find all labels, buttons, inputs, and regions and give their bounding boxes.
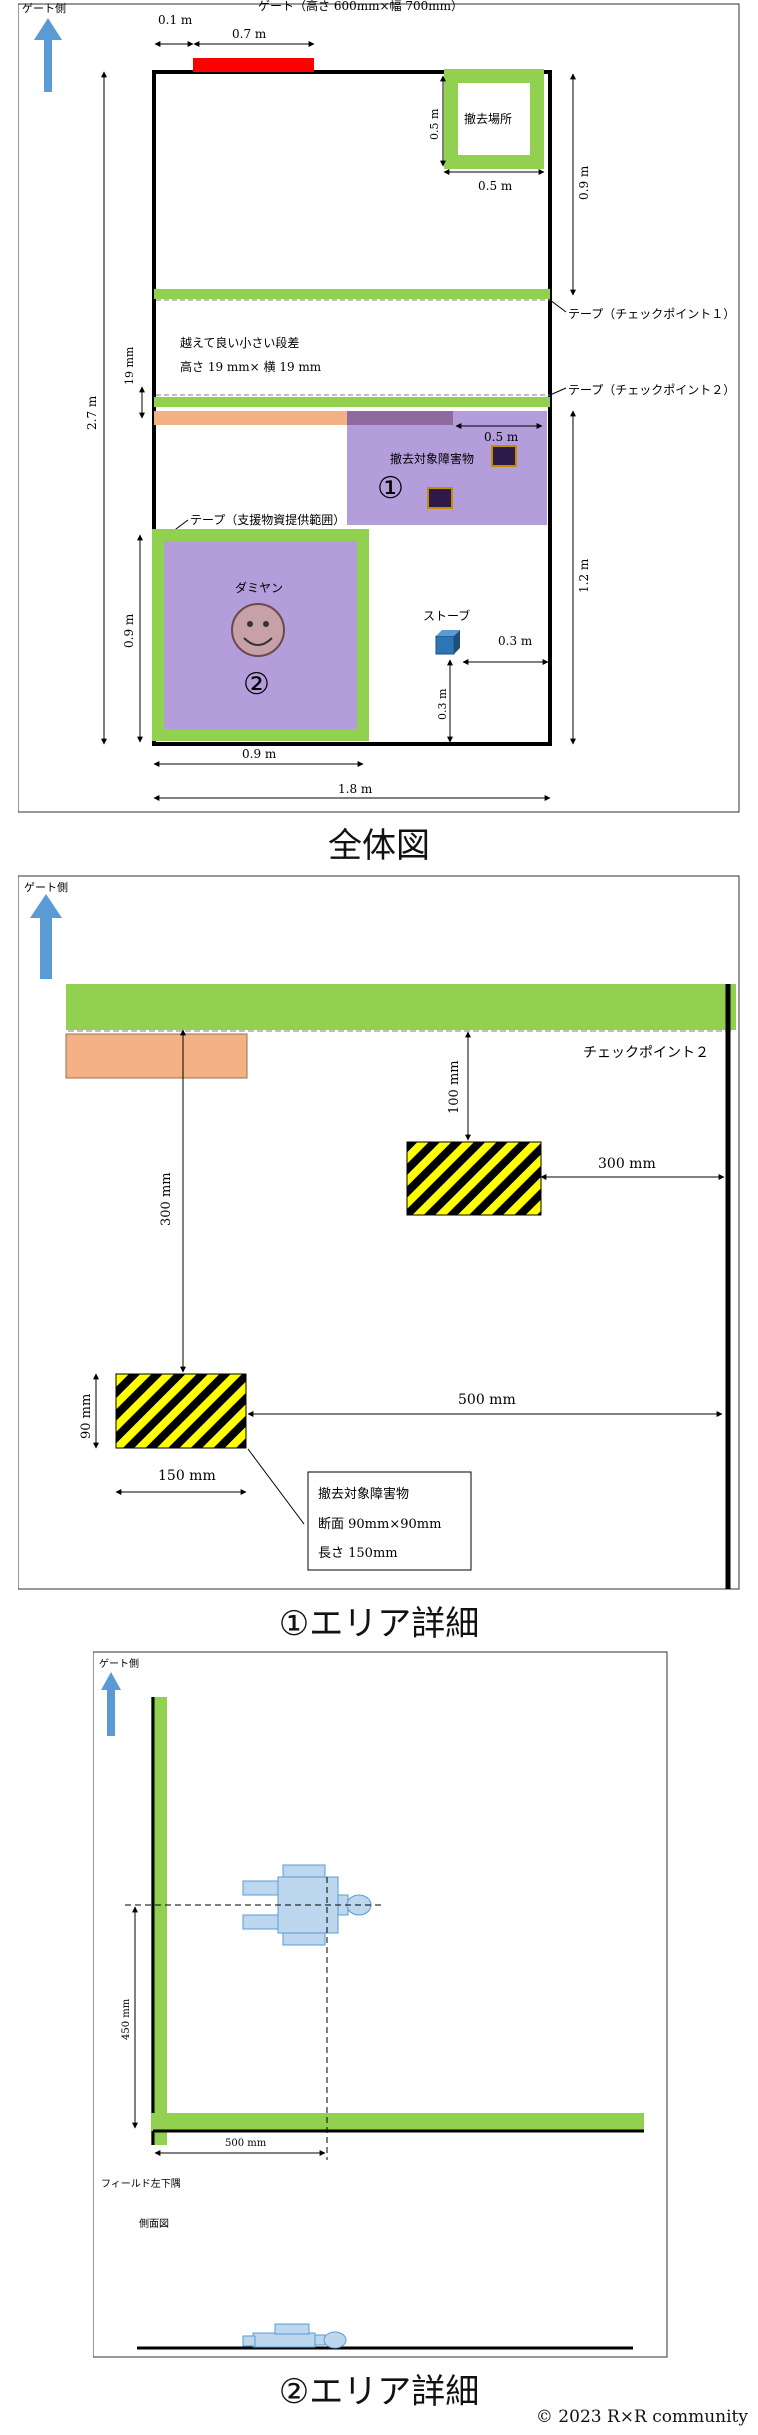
field-left-tape	[151, 1697, 167, 2145]
field-bottom-tape	[151, 2113, 644, 2131]
tape-cp2	[154, 397, 550, 407]
tape-cp1-label: テープ（チェックポイント１）	[568, 307, 735, 321]
obstacle-box-lower	[115, 1373, 247, 1449]
area1-caption: ①エリア詳細	[278, 1604, 480, 1644]
dim-150: 150 mm	[158, 1468, 216, 1484]
tape-support-label: テープ（支援物資提供範囲）	[190, 512, 345, 527]
dim-90: 90 mm	[79, 1394, 94, 1439]
obstacle-label: 撤去対象障害物	[390, 451, 474, 466]
dim-area2-h: 0.9 m	[122, 613, 136, 648]
gate-label: ゲート（高さ 600mm×幅 700mm）	[258, 0, 463, 13]
gate-side-label: ゲート側	[99, 1657, 139, 1670]
stove-label: ストーブ	[423, 608, 470, 623]
area2-caption: ②エリア詳細	[278, 2372, 480, 2412]
dim-450: 450 mm	[121, 1998, 132, 2040]
dim-100: 100 mm	[447, 1060, 462, 1114]
copyright-notice: © 2023 R×R community	[535, 2407, 748, 2427]
dim-left-total: 2.7 m	[85, 395, 99, 430]
obstacle-box-icon	[427, 445, 517, 509]
dim-area1-w: 0.5 m	[484, 430, 519, 444]
step-note-2: 高さ 19 mm× 横 19 mm	[180, 359, 322, 374]
tape-cp2	[66, 984, 736, 1030]
checkpoint-label: チェックポイント２	[583, 1045, 709, 1061]
tape-cp1	[154, 289, 550, 299]
field-corner-label: フィールド左下隅	[101, 2177, 181, 2190]
dim-gate-offset: 0.1 m	[158, 13, 193, 27]
dim-500: 500 mm	[225, 2138, 267, 2149]
callout-line-1: 撤去対象障害物	[318, 1486, 409, 1502]
area2-number: ②	[243, 667, 270, 702]
step-note-1: 越えて良い小さい段差	[180, 335, 299, 350]
dim-top-right: 0.9 m	[577, 165, 591, 200]
dim-500: 500 mm	[458, 1392, 516, 1408]
callout-line-3: 長さ 150mm	[318, 1546, 398, 1561]
dim-300-right: 300 mm	[598, 1156, 656, 1172]
dim-gate-width: 0.7 m	[232, 27, 267, 41]
dim-stove-r: 0.3 m	[498, 634, 533, 648]
dim-disposal-w: 0.5 m	[478, 179, 513, 193]
dummy-side-view-icon	[242, 2323, 347, 2349]
tape-cp2-label: テープ（チェックポイント２）	[568, 383, 735, 397]
gate-side-arrow-icon	[34, 18, 62, 92]
obstacle-box-upper	[406, 1141, 542, 1216]
step-strip-overlap	[347, 411, 453, 425]
overview-caption: 全体図	[328, 826, 430, 866]
disposal-place	[444, 69, 544, 169]
dim-300-vertical: 300 mm	[159, 1172, 174, 1226]
area2-diagram: ゲート側 450 mm 500 mm フィールド左下隅 側面図	[93, 1651, 668, 2358]
dim-right-lower: 1.2 m	[577, 558, 591, 593]
step-strip	[65, 1033, 248, 1079]
dim-area2-w: 0.9 m	[242, 747, 277, 761]
dim-step: 19 mm	[123, 346, 136, 385]
disposal-place-label: 撤去場所	[464, 111, 512, 126]
gate-side-label: ゲート側	[22, 2, 66, 15]
overview-frame	[18, 3, 740, 813]
overview-diagram: ゲート側 ゲート（高さ 600mm×幅 700mm） 0.1 m 0.7 m 撤…	[18, 0, 740, 813]
gate-side-arrow-icon	[101, 1672, 121, 1736]
obstacle-callout-box	[307, 1471, 472, 1571]
area1-diagram: ゲート側 チェックポイント２ 100 mm 300 mm 300 mm 90 m…	[18, 875, 740, 1590]
gate-bar	[193, 58, 314, 72]
gate-side-arrow-icon	[30, 894, 62, 979]
dummy-face-icon	[231, 603, 285, 657]
dim-stove-b: 0.3 m	[436, 688, 449, 720]
gate-side-label: ゲート側	[24, 881, 68, 894]
side-view-label: 側面図	[139, 2217, 169, 2230]
dummy-label: ダミヤン	[235, 580, 283, 595]
step-strip	[154, 411, 347, 425]
field-outline	[152, 70, 552, 746]
dim-total-w: 1.8 m	[338, 782, 373, 796]
area1-number: ①	[377, 471, 404, 506]
dim-disposal-h: 0.5 m	[428, 108, 441, 140]
callout-line-2: 断面 90mm×90mm	[318, 1517, 441, 1532]
stove-icon	[435, 630, 460, 655]
